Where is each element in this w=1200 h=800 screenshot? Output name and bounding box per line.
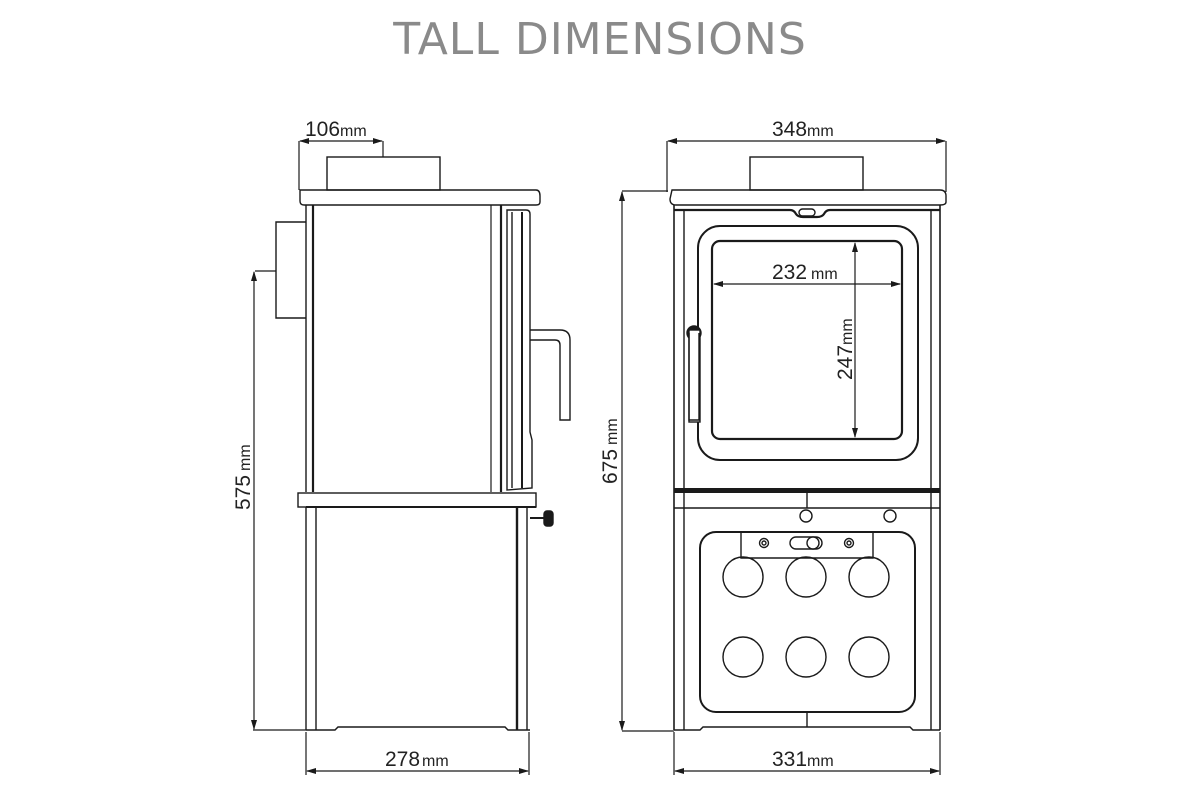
side-riddle-knob (530, 510, 554, 527)
label-flue-offset: 106mm (305, 118, 367, 141)
label-height-to-flue: 575mm (232, 444, 255, 510)
side-view (275, 156, 571, 731)
side-ledge (297, 492, 537, 508)
side-top-plate (299, 189, 541, 206)
label-top-width: 348mm (772, 118, 834, 141)
front-door-frame (697, 225, 919, 461)
front-flue-collar (749, 156, 864, 191)
label-base-width: 331mm (772, 748, 834, 771)
label-total-height: 675mm (599, 418, 622, 484)
front-top-trim (674, 208, 940, 219)
front-ashpan-door (699, 531, 916, 713)
side-door-profile (506, 209, 533, 491)
front-door-handle (686, 325, 702, 423)
front-dimension-lines (619, 138, 947, 775)
front-air-holes (722, 556, 890, 678)
front-view (669, 156, 947, 731)
diagram-title: TALL DIMENSIONS (393, 14, 807, 65)
side-flue-collar (326, 156, 441, 191)
front-air-latch (798, 208, 816, 217)
side-door-handle (530, 329, 571, 421)
front-glass (710, 239, 904, 441)
label-glass-height: 247mm (834, 318, 857, 380)
front-top-plate (669, 189, 947, 206)
front-air-slider-bracket (740, 532, 874, 559)
side-dimension-lines (251, 138, 530, 775)
side-rear-box (275, 221, 306, 319)
